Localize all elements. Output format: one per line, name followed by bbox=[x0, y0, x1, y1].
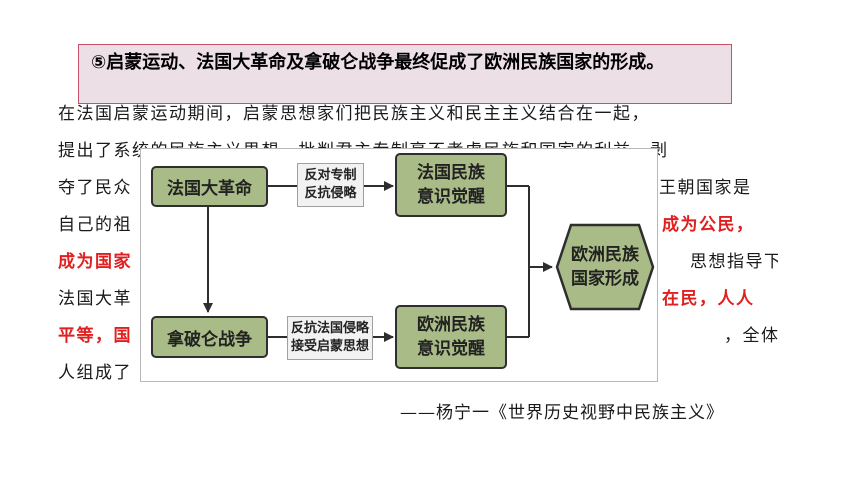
node-french-revolution: 法国大革命 bbox=[151, 166, 268, 207]
node-european-awakening: 欧洲民族 意识觉醒 bbox=[395, 305, 507, 369]
node-nation-states-line2: 国家形成 bbox=[571, 269, 639, 289]
hexagon-shape bbox=[555, 223, 655, 311]
passage-segment: 思想指导下， bbox=[690, 252, 778, 272]
node-nation-states-line1: 欧洲民族 bbox=[571, 245, 639, 265]
edge-label-top-line1: 反对专制 bbox=[304, 168, 357, 183]
passage-segment: 法国大革 bbox=[58, 289, 132, 309]
passage-segment: 平等，国 bbox=[58, 326, 132, 346]
passage-line: 在法国启蒙运动期间，启蒙思想家们把民族主义和民主主义结合在一起， bbox=[58, 96, 778, 133]
node-french-awakening-line2: 意识觉醒 bbox=[417, 187, 485, 207]
node-nation-states: 欧洲民族 国家形成 bbox=[555, 223, 655, 311]
passage-line: 法国大革……在民，人人 bbox=[58, 281, 778, 318]
node-french-revolution-label: 法国大革命 bbox=[167, 179, 252, 199]
passage-segment: 成为国家 bbox=[58, 252, 132, 272]
passage-segment: 在法国启蒙运动期间，启蒙思想家们把民族主义和民主主义结合在一起， bbox=[58, 104, 650, 124]
edge-label-top: 反对专制 反抗侵略 bbox=[297, 163, 364, 207]
passage-segment: 夺了民众 bbox=[58, 178, 132, 198]
passage-segment: 在民，人人 bbox=[662, 289, 755, 309]
passage-line: 夺了民众……王朝国家是 bbox=[58, 170, 778, 207]
callout-box: ⑤启蒙运动、法国大革命及拿破仑战争最终促成了欧洲民族国家的形成。 bbox=[78, 44, 732, 104]
edge-label-bottom-line2: 接受启蒙思想 bbox=[290, 339, 369, 354]
flow-diagram: 法国大革命 拿破仑战争 反对专制 反抗侵略 反抗法国侵略 接受启蒙思想 法国民族… bbox=[140, 148, 658, 382]
node-napoleonic-wars: 拿破仑战争 bbox=[151, 316, 268, 358]
passage-segment: 人组成了 bbox=[58, 363, 132, 383]
passage-line: 成为国家……思想指导下， bbox=[58, 244, 778, 281]
passage-segment: 自己的祖 bbox=[58, 215, 132, 235]
node-european-awakening-line2: 意识觉醒 bbox=[417, 339, 485, 359]
passage-line: 人组成了 bbox=[58, 355, 778, 392]
edge-label-bottom-line1: 反抗法国侵略 bbox=[290, 321, 369, 336]
passage-line: 自己的祖……成为公民， bbox=[58, 207, 778, 244]
node-napoleonic-wars-label: 拿破仑战争 bbox=[167, 329, 252, 350]
edge-label-bottom: 反抗法国侵略 接受启蒙思想 bbox=[287, 316, 373, 360]
citation: ——杨宁一《世界历史视野中民族主义》 bbox=[400, 403, 724, 423]
node-european-awakening-line1: 欧洲民族 bbox=[417, 315, 485, 335]
callout-text: ⑤启蒙运动、法国大革命及拿破仑战争最终促成了欧洲民族国家的形成。 bbox=[91, 52, 665, 73]
passage-line: 平等，国……，全体法国 bbox=[58, 318, 778, 355]
passage-segment: 王朝国家是 bbox=[659, 178, 752, 198]
node-french-awakening-line1: 法国民族 bbox=[417, 163, 485, 183]
passage-segment: ，全体法国 bbox=[724, 326, 778, 346]
node-french-awakening: 法国民族 意识觉醒 bbox=[395, 153, 507, 217]
diagram-connectors bbox=[203, 181, 553, 342]
edge-label-top-line2: 反抗侵略 bbox=[304, 186, 357, 201]
passage-segment: 成为公民， bbox=[662, 215, 755, 235]
